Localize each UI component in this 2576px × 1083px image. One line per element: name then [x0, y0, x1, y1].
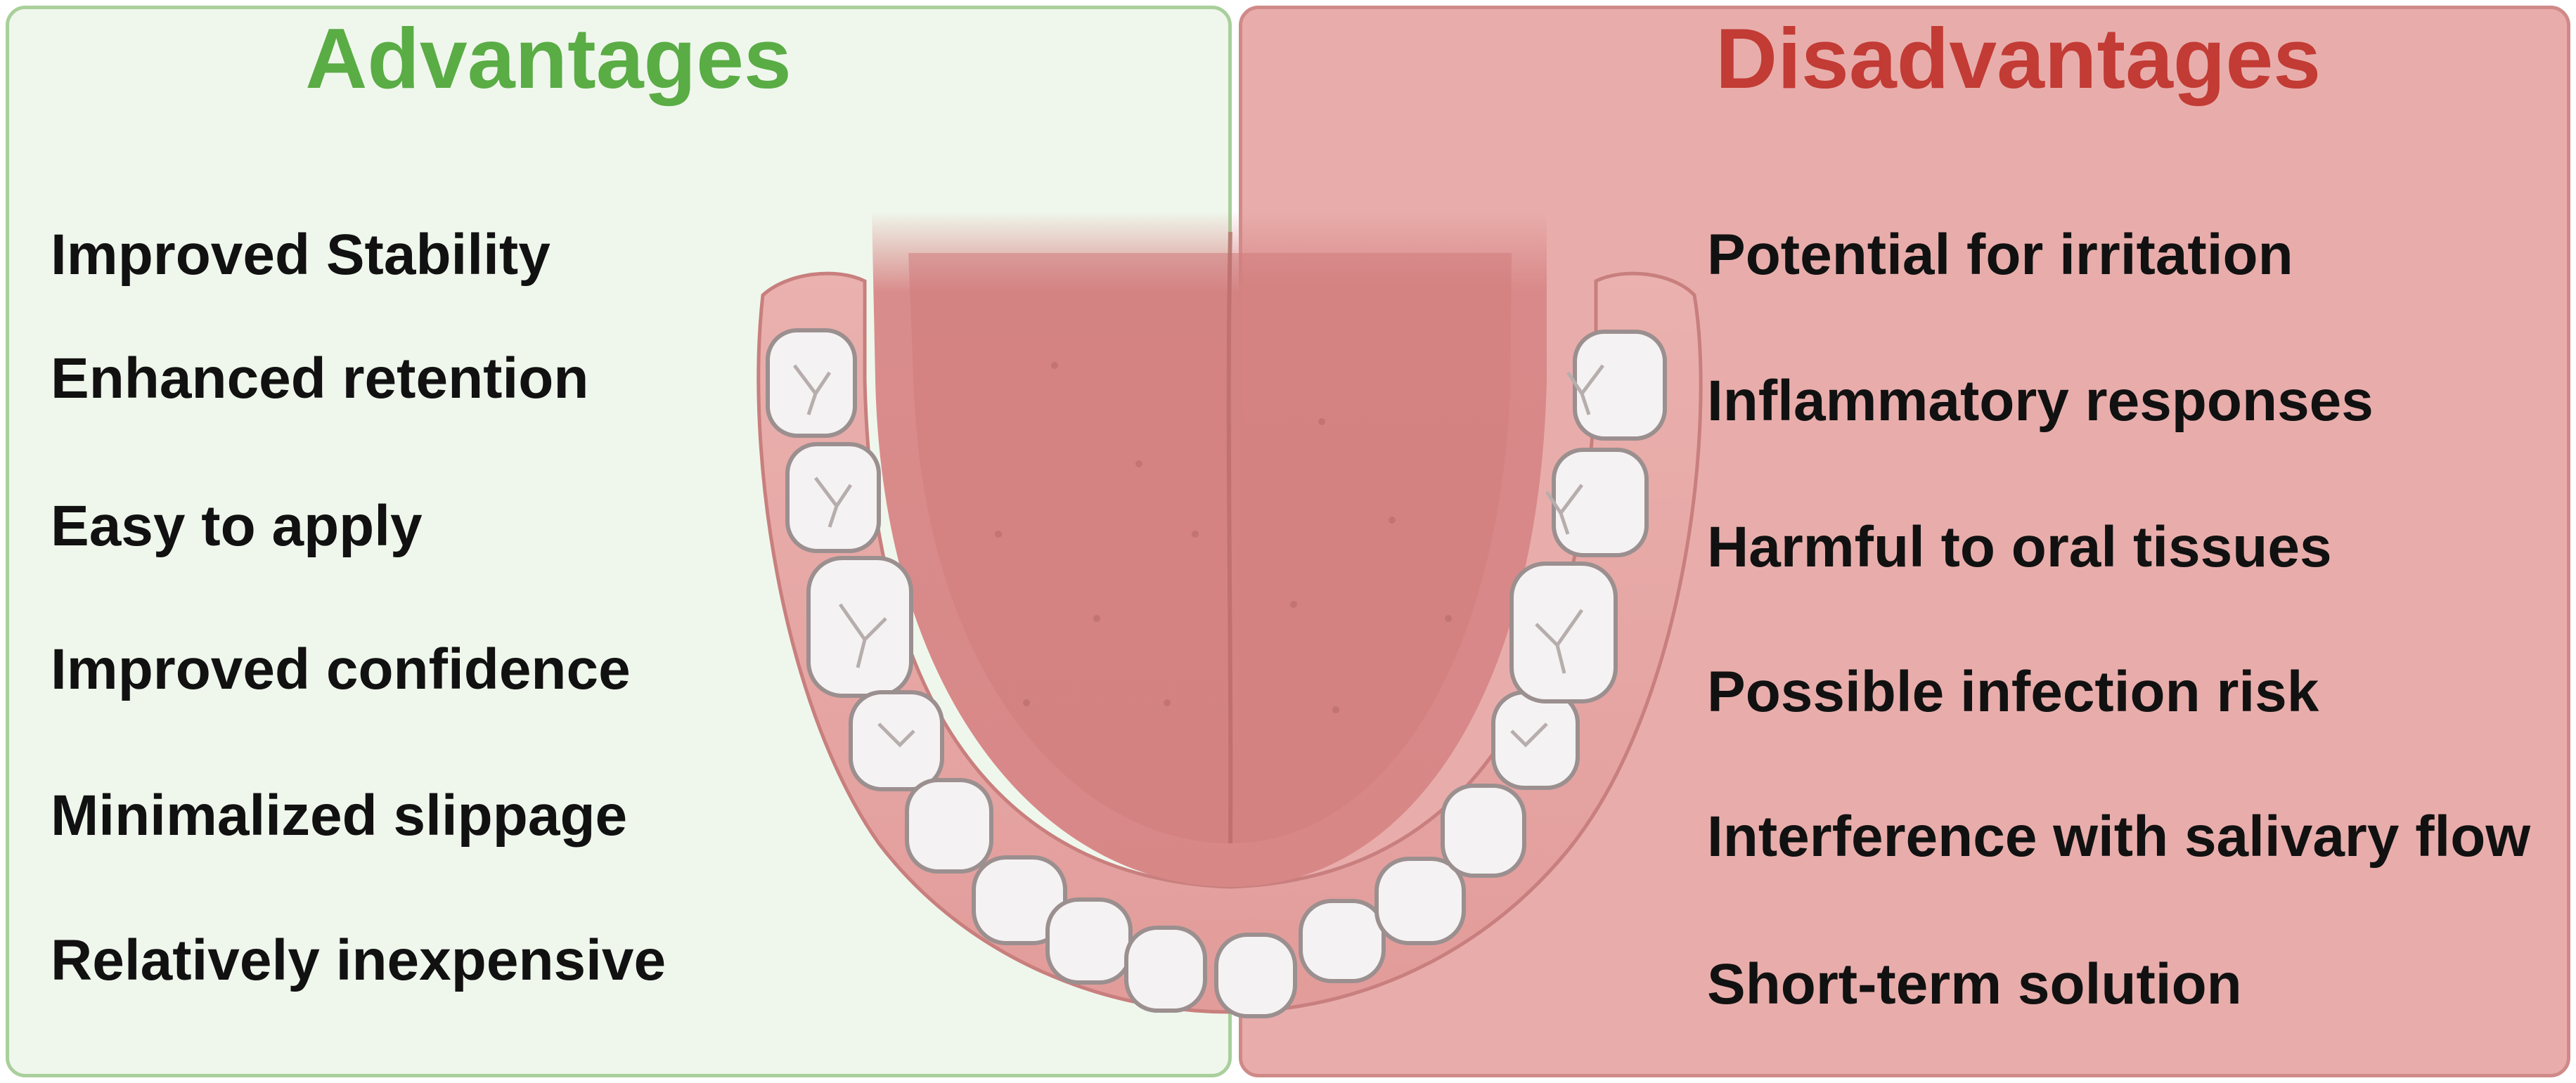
advantage-item: Minimalized slippage: [51, 784, 628, 848]
disadvantage-item: Harmful to oral tissues: [1707, 515, 2332, 579]
disadvantage-item: Short-term solution: [1707, 952, 2242, 1016]
advantage-item: Improved confidence: [51, 637, 631, 701]
disadvantage-item: Potential for irritation: [1707, 223, 2293, 287]
disadvantage-item: Interference with salivary flow: [1707, 805, 2531, 869]
advantage-item: Enhanced retention: [51, 346, 589, 410]
tongue-papillae: [995, 362, 1452, 713]
advantage-item: Improved Stability: [51, 223, 550, 287]
disadvantage-item: Inflammatory responses: [1707, 369, 2374, 433]
tongue-midline: [1226, 231, 1233, 844]
advantages-title: Advantages: [305, 11, 792, 106]
disadvantages-title: Disadvantages: [1715, 11, 2321, 106]
advantage-item: Relatively inexpensive: [51, 928, 666, 992]
tongue-inner: [908, 253, 1512, 843]
disadvantage-item: Possible infection risk: [1707, 660, 2319, 724]
advantage-item: Easy to apply: [51, 494, 423, 558]
tooth-grooves: [793, 364, 1604, 748]
